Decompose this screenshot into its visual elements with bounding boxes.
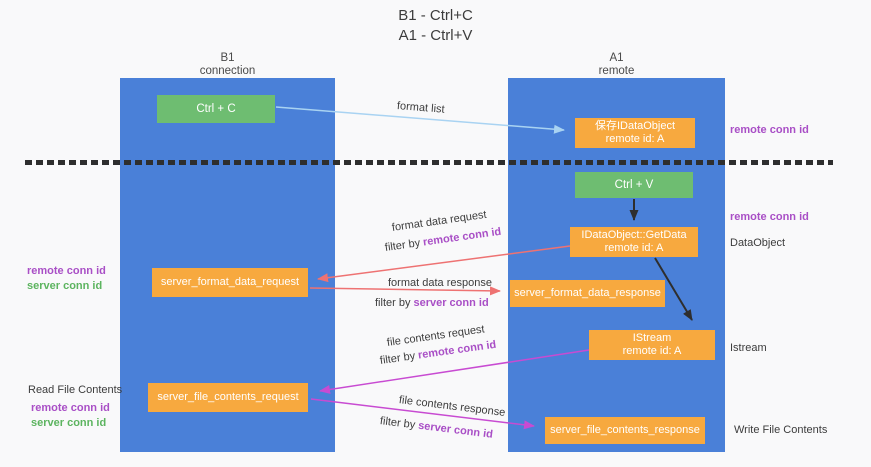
right-column-role: remote: [598, 65, 635, 77]
left-server-conn-id-annotation-bottom: server conn id: [31, 417, 107, 429]
idataobject-getdata-box: IDataObject::GetData remote id: A: [570, 227, 698, 257]
idataobject-getdata-remote-id: remote id: A: [604, 242, 664, 254]
write-file-contents-annotation: Write File Contents: [734, 424, 828, 436]
server-conn-id-text: server conn id: [413, 297, 489, 309]
server-conn-id-text: server conn id: [417, 419, 494, 441]
server-file-contents-response-box: server_file_contents_response: [545, 417, 705, 444]
phase-divider-dashed-line: [25, 160, 833, 165]
server-format-data-response-box: server_format_data_response: [510, 280, 665, 307]
remote-conn-id-annotation-top: remote conn id: [730, 124, 809, 136]
right-column-header: A1 remote: [508, 52, 725, 78]
save-idataobject-remote-id: remote id: A: [605, 133, 665, 145]
right-column-name: A1: [609, 52, 624, 64]
left-column-header: B1 connection: [120, 52, 335, 78]
istream-annotation: Istream: [730, 342, 767, 354]
left-column-role: connection: [199, 65, 256, 77]
filter-by-text: filter by: [375, 297, 411, 309]
filter-by-text: filter by: [384, 237, 421, 254]
istream-box: IStream remote id: A: [589, 330, 715, 360]
filter-by-text: filter by: [379, 415, 416, 432]
dataobject-annotation: DataObject: [730, 237, 786, 249]
istream-label: IStream: [632, 332, 672, 344]
left-remote-conn-id-annotation-bottom: remote conn id: [31, 402, 110, 414]
left-remote-conn-id-annotation-top: remote conn id: [27, 265, 106, 277]
server-format-data-request-box: server_format_data_request: [152, 268, 308, 297]
filter-by-text: filter by: [379, 350, 416, 367]
save-idataobject-label: 保存IDataObject: [594, 120, 676, 132]
save-idataobject-box: 保存IDataObject remote id: A: [575, 118, 695, 148]
ctrl-c-box: Ctrl + C: [157, 95, 275, 123]
title-line-2: A1 - Ctrl+V: [398, 27, 473, 44]
remote-conn-id-annotation-middle: remote conn id: [730, 211, 809, 223]
remote-conn-id-text: remote conn id: [422, 225, 503, 249]
ctrl-v-box: Ctrl + V: [575, 172, 693, 198]
format-list-label: format list: [396, 100, 446, 116]
istream-remote-id: remote id: A: [622, 345, 682, 357]
diagram-title: B1 - Ctrl+C A1 - Ctrl+V: [0, 6, 871, 46]
title-line-1: B1 - Ctrl+C: [398, 7, 473, 24]
left-column-name: B1: [220, 52, 235, 64]
idataobject-getdata-label: IDataObject::GetData: [581, 229, 687, 241]
left-server-conn-id-annotation-top: server conn id: [27, 280, 103, 292]
format-data-response-label: format data response: [388, 277, 492, 289]
server-file-contents-request-box: server_file_contents_request: [148, 383, 308, 412]
file-contents-response-label: file contents response: [398, 394, 506, 419]
read-file-contents-annotation: Read File Contents: [28, 384, 123, 396]
